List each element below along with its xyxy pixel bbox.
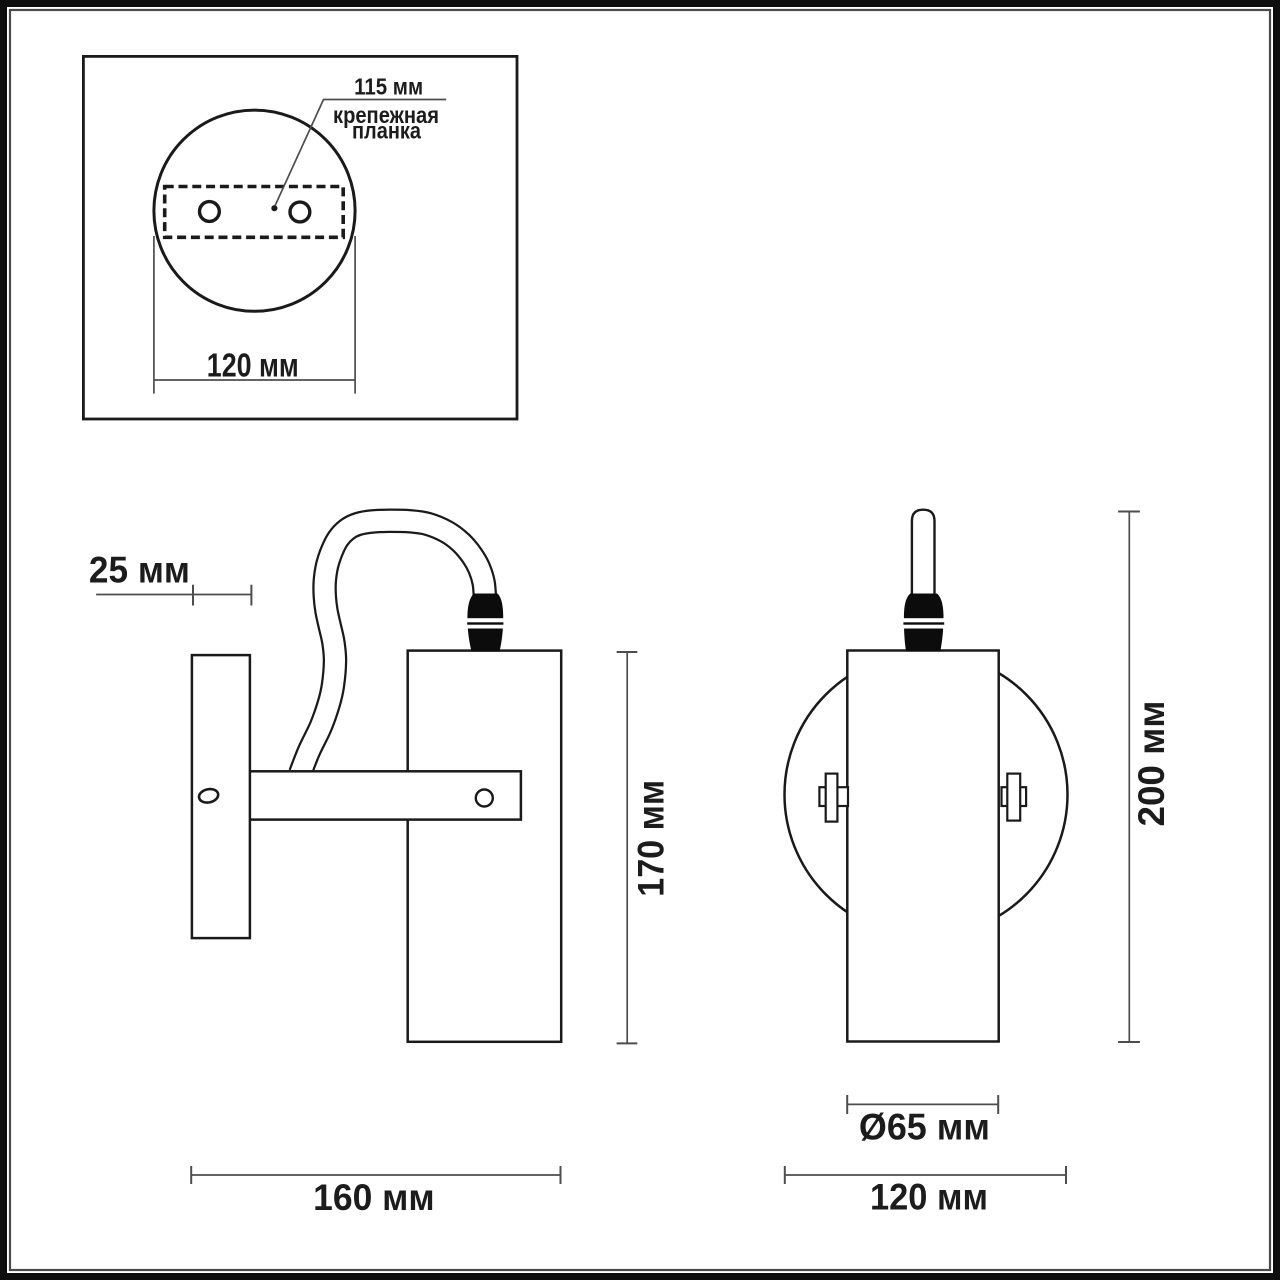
svg-text:170 мм: 170 мм (631, 780, 672, 897)
svg-text:Ø65 мм: Ø65 мм (859, 1106, 990, 1147)
svg-text:планка: планка (352, 118, 421, 144)
svg-text:160 мм: 160 мм (313, 1177, 435, 1218)
svg-text:25 мм: 25 мм (89, 550, 190, 591)
svg-text:115 мм: 115 мм (354, 74, 423, 100)
svg-text:120 мм: 120 мм (870, 1176, 988, 1217)
svg-text:120 мм: 120 мм (207, 346, 299, 383)
svg-text:крепежная: крепежная (333, 102, 439, 128)
svg-text:200 мм: 200 мм (1131, 701, 1172, 827)
